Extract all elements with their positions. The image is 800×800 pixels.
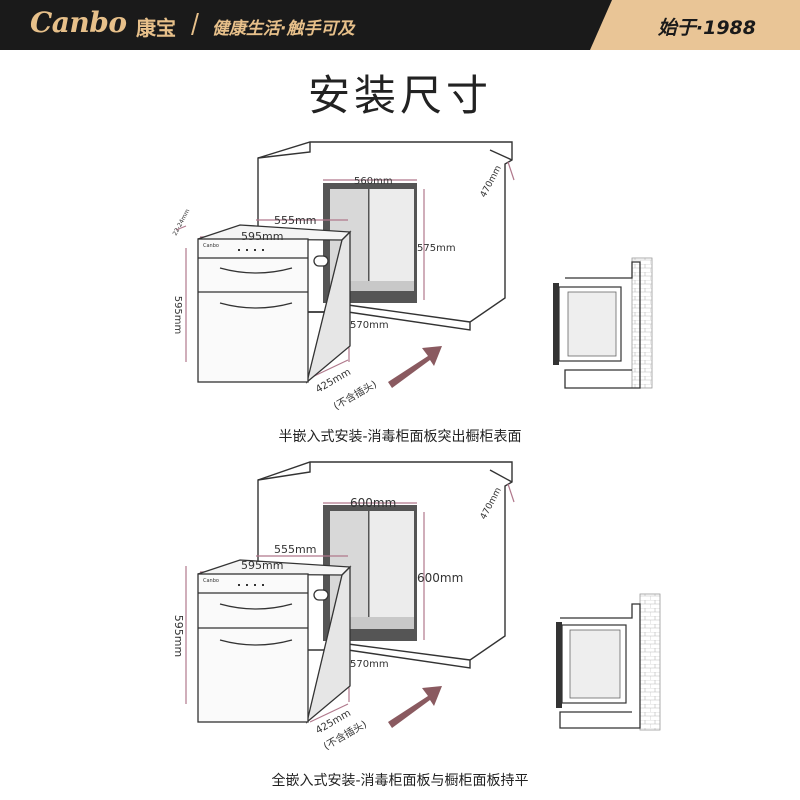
top-caption: 半嵌入式安装-消毒柜面板突出橱柜表面	[278, 429, 522, 445]
top-opening-height-label: 575mm	[417, 243, 456, 254]
bottom-opening-height-label: 600mm	[417, 571, 463, 585]
bottom-lower-depth-label: 570mm	[350, 659, 389, 670]
bottom-side-view	[556, 593, 661, 731]
top-insert-arrow	[388, 346, 442, 388]
top-unit-height-label: 595mm	[172, 296, 183, 335]
brand-logo-cn: 康宝	[136, 16, 176, 40]
top-panel-thickness-label: 22-24mm	[172, 208, 192, 237]
bottom-opening-width-label: 600mm	[350, 496, 396, 510]
since-badge	[590, 0, 800, 50]
bottom-diagram: Canbo	[185, 461, 661, 731]
since-year: 始于·1988	[657, 17, 756, 39]
unit-logo-small: Canbo	[203, 243, 219, 249]
top-unit-width-label: 595mm	[241, 230, 283, 243]
bottom-unit-depth-label: 555mm	[274, 543, 316, 556]
top-side-view	[553, 257, 653, 389]
top-diagram: Canbo	[175, 141, 653, 389]
bottom-sterilizer-unit	[197, 559, 352, 724]
bottom-caption: 全嵌入式安装-消毒柜面板与橱柜面板持平	[271, 773, 529, 789]
bottom-unit-width-label: 595mm	[241, 559, 283, 572]
bottom-insert-arrow	[388, 686, 442, 728]
top-unit-depth-label: 555mm	[274, 214, 316, 227]
top-lower-depth-label: 570mm	[350, 320, 389, 331]
page-title: 安装尺寸	[307, 71, 492, 120]
top-opening-width-label: 560mm	[354, 176, 393, 187]
top-sterilizer-unit	[197, 224, 352, 384]
brand-logo: Canbo	[30, 6, 127, 39]
bottom-unit-height-label: 595mm	[172, 615, 185, 657]
unit-logo-small-bottom: Canbo	[203, 578, 219, 584]
brand-slogan: 健康生活·触手可及	[212, 19, 355, 39]
